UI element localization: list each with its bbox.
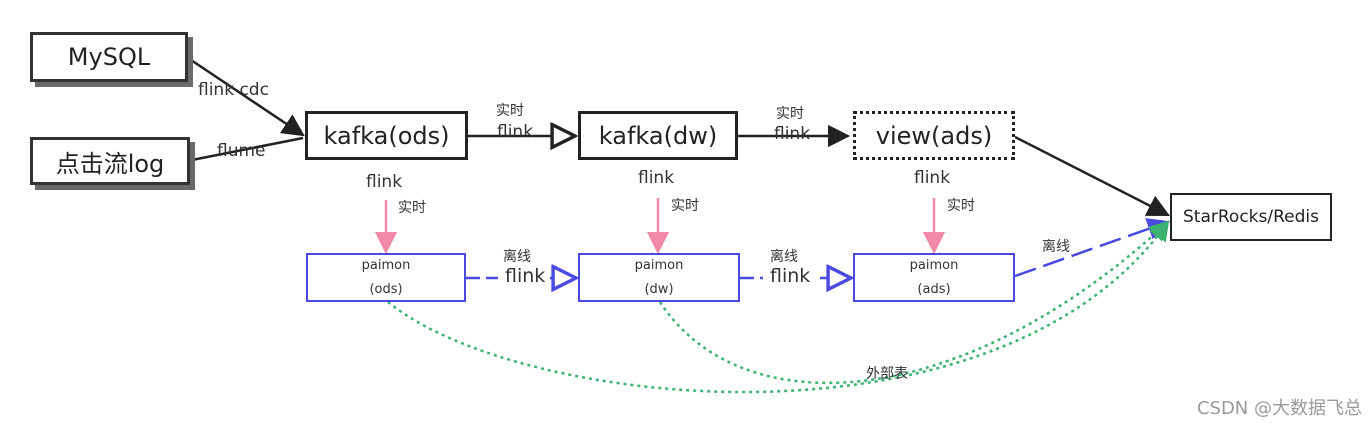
edge-view-starrocks bbox=[1014, 135, 1171, 217]
edge-external-ods bbox=[387, 220, 1170, 394]
node-paimon-dw: paimon (dw) bbox=[578, 253, 740, 302]
label-flink-offline-dw-ads: flink bbox=[770, 265, 811, 287]
node-view-ads: view(ads) bbox=[853, 111, 1015, 160]
paimon-ads-name: paimon bbox=[909, 257, 959, 273]
label-flink-cdc: flink cdc bbox=[198, 80, 269, 100]
label-realtime-ods-down: 实时 bbox=[398, 200, 426, 216]
label-offline-dw-ads: 离线 bbox=[770, 249, 798, 265]
label-flink-dw-down: flink bbox=[638, 168, 675, 188]
watermark: CSDN @大数据飞总 bbox=[1196, 398, 1362, 419]
paimon-ods-layer: (ods) bbox=[369, 281, 403, 297]
node-starrocks-redis: StarRocks/Redis bbox=[1170, 193, 1332, 241]
label-flink-ods-down: flink bbox=[366, 172, 403, 192]
paimon-dw-layer: (dw) bbox=[644, 281, 674, 297]
node-paimon-ods: paimon (ods) bbox=[306, 253, 466, 302]
label-flume: flume bbox=[217, 141, 266, 161]
label-external-table: 外部表 bbox=[866, 366, 908, 382]
label-flink-kafka-dw-view: flink bbox=[774, 124, 811, 144]
label-realtime-kafka-dw-view: 实时 bbox=[776, 106, 804, 122]
label-flink-offline-ods-dw: flink bbox=[505, 265, 546, 287]
edge-external-dw bbox=[658, 220, 1170, 385]
edge-clicklog-kafka bbox=[191, 136, 304, 162]
node-kafka-ods: kafka(ods) bbox=[305, 111, 468, 160]
label-offline-ods-dw: 离线 bbox=[503, 249, 531, 265]
node-mysql: MySQL bbox=[30, 32, 188, 82]
edge-mysql-kafka bbox=[187, 56, 305, 137]
node-paimon-ads: paimon (ads) bbox=[853, 253, 1015, 302]
node-kafka-dw: kafka(dw) bbox=[578, 111, 738, 160]
edge-offline-ads-starrocks bbox=[1014, 218, 1171, 278]
node-clicklog: 点击流log bbox=[30, 137, 190, 185]
label-realtime-ads-down: 实时 bbox=[947, 198, 975, 214]
label-offline-ads-starrocks: 离线 bbox=[1042, 239, 1070, 255]
paimon-ads-layer: (ads) bbox=[917, 281, 951, 297]
paimon-ods-name: paimon bbox=[361, 257, 411, 273]
label-flink-kafka-ods-dw: flink bbox=[497, 122, 534, 142]
paimon-dw-name: paimon bbox=[634, 257, 684, 273]
label-flink-ads-down: flink bbox=[914, 168, 951, 188]
label-realtime-dw-down: 实时 bbox=[671, 198, 699, 214]
label-realtime-kafka-ods-dw: 实时 bbox=[496, 103, 524, 119]
